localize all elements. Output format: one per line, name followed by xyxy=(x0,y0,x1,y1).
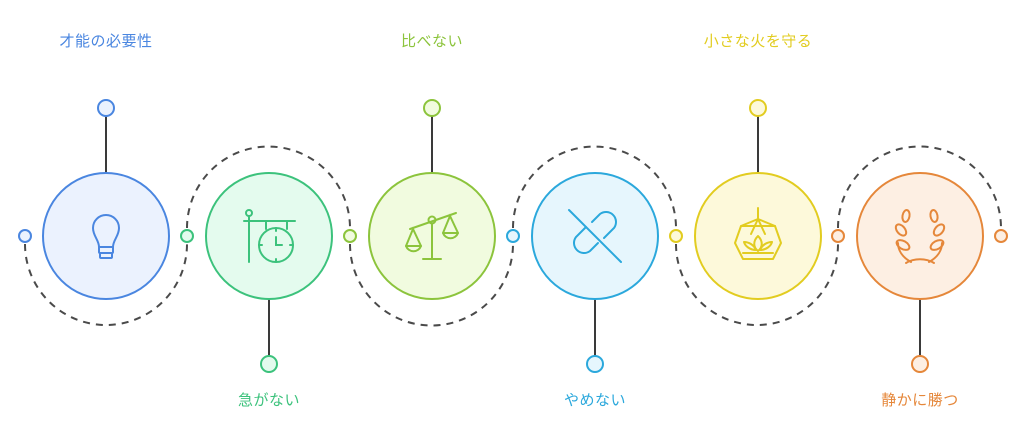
pin-dot xyxy=(260,355,278,373)
step-label-no-rush: 急がない xyxy=(237,391,301,409)
connector-dot xyxy=(180,229,194,243)
connector-dot xyxy=(831,229,845,243)
step-small-fire[interactable] xyxy=(669,99,822,300)
step-label-quiet-win: 静かに勝つ xyxy=(881,391,959,409)
step-label-talent: 才能の必要性 xyxy=(59,32,153,50)
step-label-small-fire: 小さな火を守る xyxy=(703,32,813,50)
step-talent[interactable] xyxy=(18,99,170,300)
step-no-compare[interactable] xyxy=(343,99,496,300)
pin-dot xyxy=(423,99,441,117)
pin-lines xyxy=(105,115,921,357)
lantern-lotus-icon xyxy=(734,207,782,260)
pin-dot xyxy=(911,355,929,373)
pin-dot xyxy=(749,99,767,117)
connector-dot-end xyxy=(994,229,1008,243)
balance-scale-icon xyxy=(404,212,460,260)
step-label-no-quit: やめない xyxy=(563,391,627,409)
step-quiet-win[interactable] xyxy=(831,172,1008,373)
hanging-clock-icon xyxy=(243,209,296,263)
connector-dot xyxy=(669,229,683,243)
connector-dot xyxy=(18,229,32,243)
step-label-no-compare: 比べない xyxy=(400,32,464,50)
pill-slash-icon xyxy=(568,209,622,263)
laurel-wreath-icon xyxy=(894,209,946,264)
step-no-quit[interactable] xyxy=(506,172,659,373)
lightbulb-icon xyxy=(91,214,121,259)
pin-dot xyxy=(586,355,604,373)
connector-dot xyxy=(343,229,357,243)
step-no-rush[interactable] xyxy=(180,172,333,373)
connector-dot xyxy=(506,229,520,243)
pin-dot xyxy=(97,99,115,117)
